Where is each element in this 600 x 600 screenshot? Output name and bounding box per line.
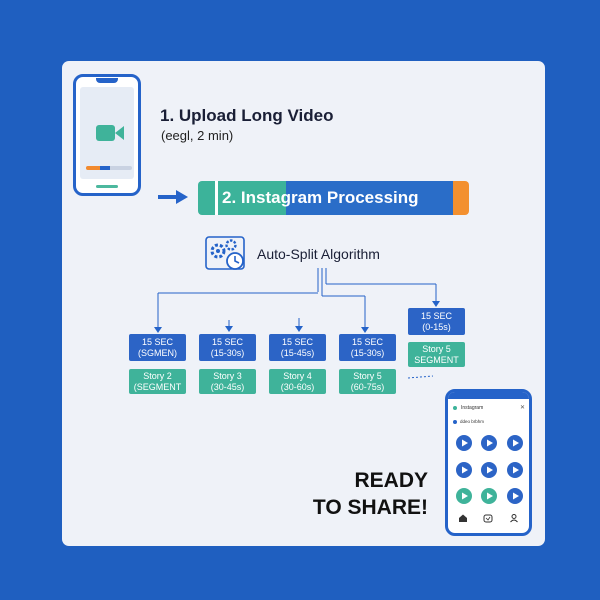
segment-box-2: 15 SEC (15-30s) xyxy=(199,334,256,361)
story-label: Story 3 xyxy=(213,371,242,381)
story-range: SEGMENT xyxy=(414,355,459,365)
story-label: Story 4 xyxy=(283,371,312,381)
story-box-1: Story 2 (SEGMENT xyxy=(129,369,186,394)
phone-home-indicator xyxy=(96,185,118,188)
segment-duration: 15 SEC xyxy=(351,337,384,347)
ready-line-1: READY xyxy=(354,469,428,492)
segment-duration: 15 SEC xyxy=(281,337,314,347)
segment-duration: 15 SEC xyxy=(141,337,174,347)
app-header: Instagram ✕ xyxy=(453,404,525,413)
story-label: Story 2 xyxy=(143,371,172,381)
story-box-5: Story 5 SEGMENT xyxy=(408,342,465,367)
story-box-4: Story 5 (60-75s) xyxy=(339,369,396,394)
play-icon[interactable] xyxy=(456,435,472,451)
ready-to-share-text: READY TO SHARE! xyxy=(304,467,428,521)
segment-range: (15-30s) xyxy=(350,348,385,358)
play-icon[interactable] xyxy=(456,488,472,504)
profile-dot-icon xyxy=(453,419,457,424)
app-subheader: ddeo brbhm xyxy=(453,419,484,424)
segment-range: (15-45s) xyxy=(280,348,315,358)
segment-range: (15-30s) xyxy=(210,348,245,358)
processing-divider xyxy=(215,181,218,215)
segment-box-5: 15 SEC (0-15s) xyxy=(408,308,465,335)
story-range: (SEGMENT xyxy=(133,382,182,392)
segment-duration: 15 SEC xyxy=(420,311,453,321)
profile-icon[interactable] xyxy=(510,514,518,523)
play-icon[interactable] xyxy=(481,435,497,451)
close-icon[interactable]: ✕ xyxy=(519,405,525,411)
play-icon[interactable] xyxy=(481,488,497,504)
app-subtitle: ddeo brbhm xyxy=(460,419,485,424)
story-range: (30-60s) xyxy=(280,382,315,392)
upload-phone xyxy=(73,74,141,196)
step1-subtitle: (eegl, 2 min) xyxy=(161,128,234,143)
play-icon[interactable] xyxy=(507,435,523,451)
segment-box-3: 15 SEC (15-45s) xyxy=(269,334,326,361)
heart-icon[interactable] xyxy=(483,514,493,523)
play-icon[interactable] xyxy=(456,462,472,478)
home-icon[interactable] xyxy=(459,514,467,523)
ready-line-2: TO SHARE! xyxy=(312,496,428,519)
arrow-right-icon xyxy=(158,190,188,204)
upload-progress-bar xyxy=(86,166,132,170)
story-box-3: Story 4 (30-60s) xyxy=(269,369,326,394)
segment-box-4: 15 SEC (15-30s) xyxy=(339,334,396,361)
video-camera-icon xyxy=(96,125,124,141)
story-label: Story 5 xyxy=(353,371,382,381)
bottom-nav-bar xyxy=(459,514,518,523)
processing-bar: 2. Instagram Processing xyxy=(198,181,469,215)
story-label: Story 5 xyxy=(422,344,451,354)
instagram-phone: Instagram ✕ ddeo brbhm xyxy=(445,389,532,536)
segment-duration: 15 SEC xyxy=(211,337,244,347)
play-icon[interactable] xyxy=(481,462,497,478)
play-icon[interactable] xyxy=(507,462,523,478)
story-box-2: Story 3 (30-45s) xyxy=(199,369,256,394)
algorithm-label: Auto-Split Algorithm xyxy=(257,246,380,262)
processing-title: 2. Instagram Processing xyxy=(222,188,419,207)
step1-title: 1. Upload Long Video xyxy=(160,106,334,125)
phone-notch xyxy=(96,78,118,83)
story-range: (60-75s) xyxy=(350,382,385,392)
segment-range: (0-15s) xyxy=(422,322,451,332)
play-icon[interactable] xyxy=(507,488,523,504)
gears-clock-icon xyxy=(205,236,245,270)
app-name: Instagram xyxy=(461,405,484,411)
segment-range: (SGMEN) xyxy=(138,348,177,358)
phone-top-bar xyxy=(448,392,529,399)
story-range: (30-45s) xyxy=(210,382,245,392)
app-logo-icon xyxy=(453,406,457,410)
segment-box-1: 15 SEC (SGMEN) xyxy=(129,334,186,361)
